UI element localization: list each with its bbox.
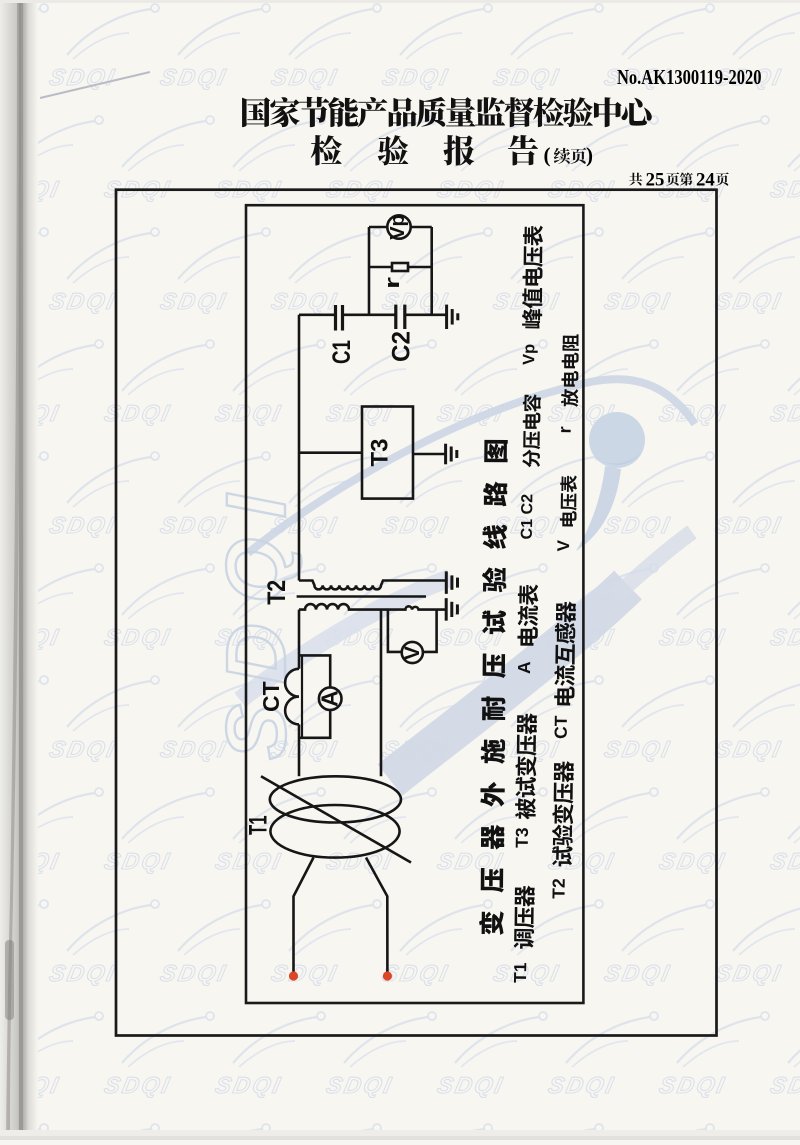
svg-text:CT: CT (258, 681, 284, 712)
svg-text:C1: C1 (519, 519, 536, 540)
svg-text:C2: C2 (519, 494, 536, 515)
svg-text:A: A (317, 690, 343, 707)
svg-text:A: A (514, 661, 534, 674)
svg-text:T1: T1 (510, 962, 530, 983)
svg-text:SDQI: SDQI (209, 475, 303, 760)
svg-text:Vp: Vp (520, 344, 538, 365)
svg-text:r: r (555, 426, 575, 433)
svg-text:T1: T1 (245, 815, 273, 835)
svg-text:T2: T2 (549, 878, 569, 899)
svg-text:CT: CT (551, 715, 571, 739)
svg-text:Vp: Vp (387, 214, 409, 240)
svg-text:T2: T2 (263, 580, 291, 605)
svg-text:No.AK1300119-2020: No.AK1300119-2020 (617, 66, 762, 89)
svg-text:C1: C1 (328, 340, 356, 364)
svg-text:): ) (586, 143, 593, 167)
svg-text:T3: T3 (512, 827, 532, 848)
svg-text:V: V (401, 646, 424, 660)
svg-text:C2: C2 (388, 331, 416, 362)
svg-text:r: r (382, 277, 404, 289)
svg-text:T3: T3 (367, 438, 394, 466)
svg-text:V: V (554, 539, 573, 551)
svg-text:25: 25 (646, 169, 665, 190)
svg-text:24: 24 (696, 169, 715, 190)
svg-text:(: ( (544, 143, 551, 167)
